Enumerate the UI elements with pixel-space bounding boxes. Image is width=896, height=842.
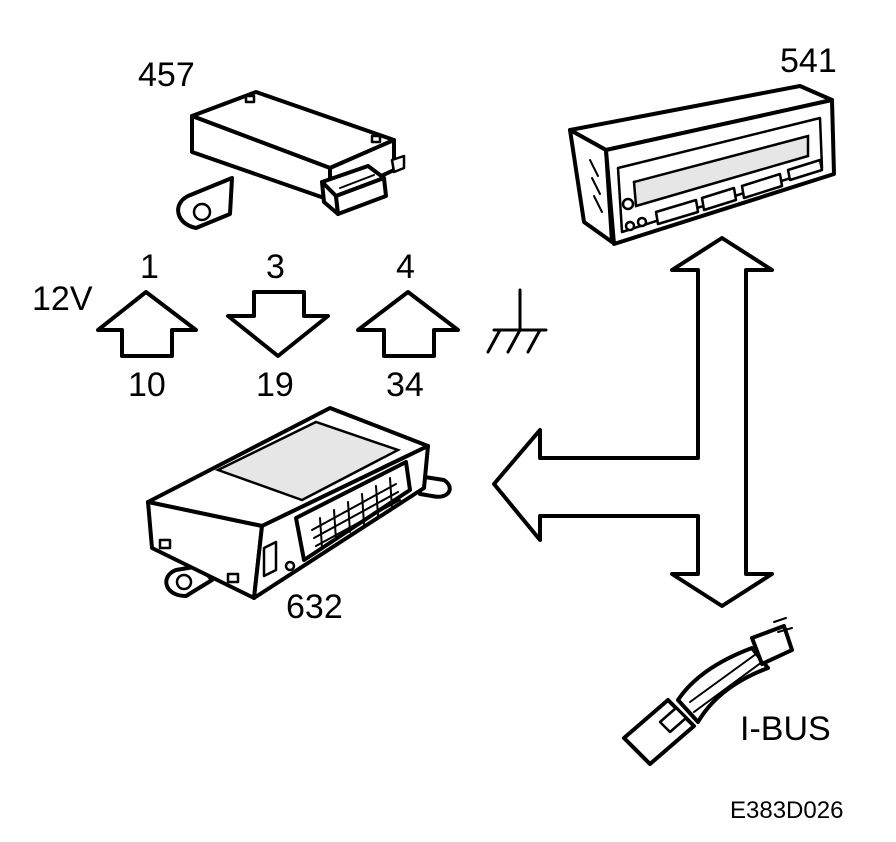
connector-ibus: I-BUS — [622, 617, 831, 766]
connector-plug-icon — [622, 617, 794, 766]
control-module-icon — [176, 90, 406, 230]
signal-3-top-label: 3 — [266, 248, 285, 286]
module-457: 457 — [138, 56, 406, 230]
signal-1: 1 10 — [96, 248, 198, 404]
up-arrow-icon — [356, 290, 460, 358]
signal-3: 3 19 — [226, 248, 330, 404]
ibus-label: I-BUS — [740, 710, 831, 748]
signal-1-top-label: 1 — [140, 248, 159, 286]
control-unit-icon — [146, 406, 452, 600]
down-arrow-icon — [226, 290, 330, 358]
bus-arrow-icon — [492, 236, 774, 608]
display-541: 541 — [568, 42, 837, 246]
signal-1-bottom-label: 10 — [128, 366, 166, 404]
module-632-label: 632 — [286, 588, 343, 626]
signal-4: 4 34 — [356, 248, 460, 404]
display-541-label: 541 — [780, 42, 837, 80]
signal-4-top-label: 4 — [396, 248, 415, 286]
module-632: 632 — [146, 406, 452, 626]
up-arrow-icon — [96, 290, 198, 358]
figure-code: E383D026 — [730, 797, 843, 824]
signal-4-bottom-label: 34 — [386, 366, 424, 404]
signal-3-bottom-label: 19 — [256, 366, 294, 404]
display-panel-icon — [568, 84, 836, 246]
connector-pins — [311, 477, 401, 549]
supply-label: 12V — [32, 280, 93, 318]
module-457-label: 457 — [138, 56, 195, 94]
ground-symbol-icon — [486, 288, 548, 354]
